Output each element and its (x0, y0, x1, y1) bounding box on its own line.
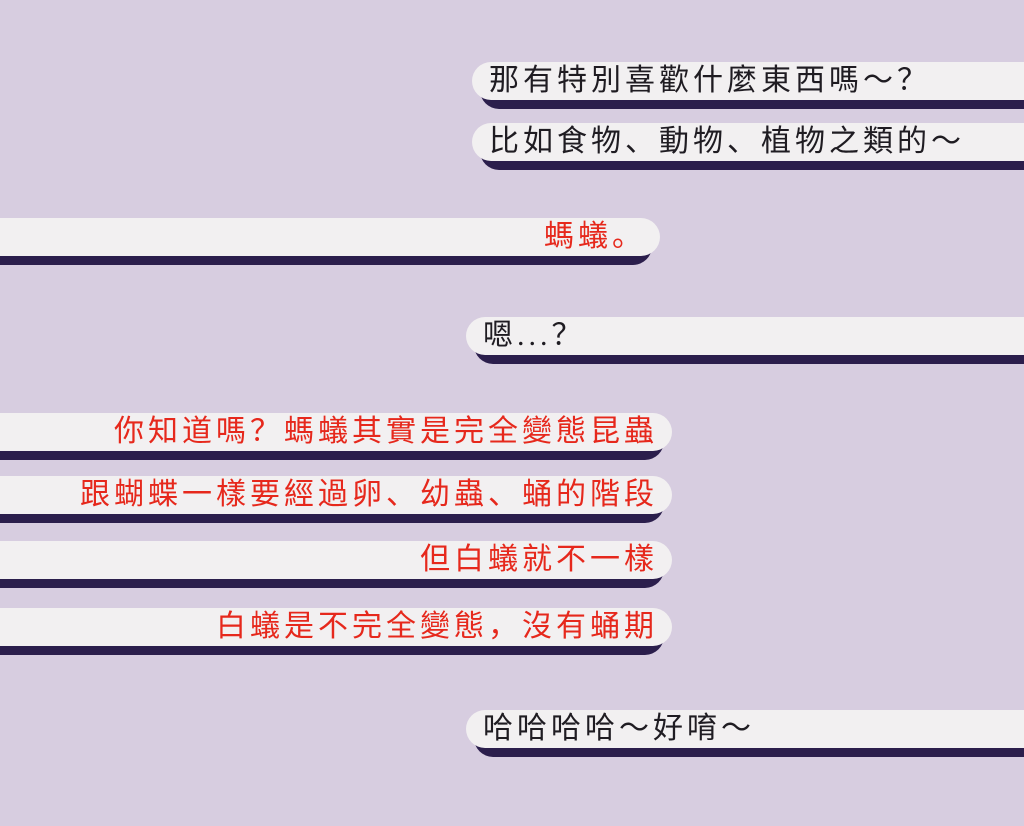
chat-bubble-right: 比如食物、動物、植物之類的～ (472, 123, 1024, 161)
message-text: 嗯...？ (483, 319, 586, 352)
chat-bubble-right: 嗯...？ (466, 317, 1024, 355)
chat-bubble-left: 螞蟻。 (0, 218, 660, 256)
chat-bubble-left: 你知道嗎？螞蟻其實是完全變態昆蟲 (0, 413, 672, 451)
message-text: 你知道嗎？螞蟻其實是完全變態昆蟲 (114, 415, 658, 448)
message-text: 哈哈哈哈～好唷～ (483, 712, 755, 745)
chat-bubble-left: 白蟻是不完全變態，沒有蛹期 (0, 608, 672, 646)
chat-bubble-right: 那有特別喜歡什麼東西嗎～？ (472, 62, 1024, 100)
chat-bubble-right: 哈哈哈哈～好唷～ (466, 710, 1024, 748)
message-text: 比如食物、動物、植物之類的～ (489, 125, 965, 158)
chat-bubble-left: 但白蟻就不一樣 (0, 541, 672, 579)
message-text: 但白蟻就不一樣 (420, 543, 658, 576)
message-text: 白蟻是不完全變態，沒有蛹期 (216, 610, 658, 643)
message-text: 螞蟻。 (544, 220, 646, 253)
message-text: 跟蝴蝶一樣要經過卵、幼蟲、蛹的階段 (80, 478, 658, 511)
chat-bubble-left: 跟蝴蝶一樣要經過卵、幼蟲、蛹的階段 (0, 476, 672, 514)
message-text: 那有特別喜歡什麼東西嗎～？ (489, 64, 931, 97)
